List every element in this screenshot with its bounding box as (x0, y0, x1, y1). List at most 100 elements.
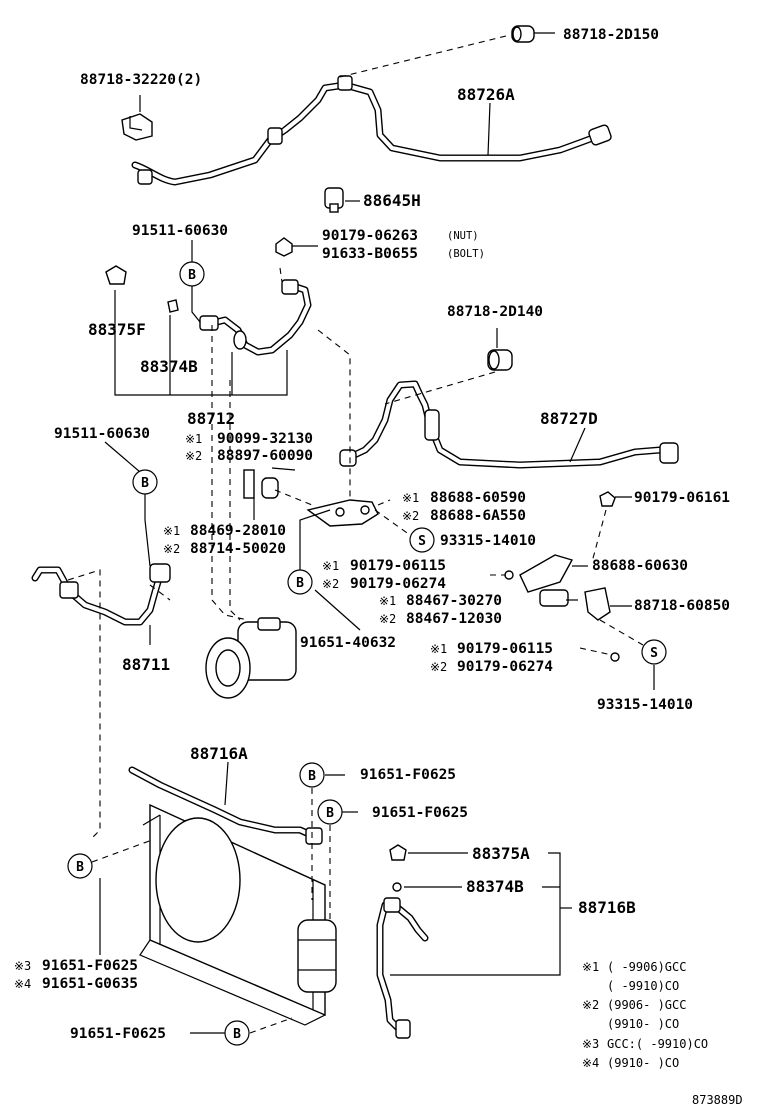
label-91651-f0625-a: 91651-F0625 (360, 767, 456, 783)
pipe-88716a (128, 766, 323, 845)
mark-x1-f: ※1 (430, 642, 447, 656)
nut-90179-06263 (275, 237, 293, 257)
mark-b-7: B (224, 1020, 250, 1046)
svg-text:B: B (188, 268, 196, 283)
note-text: (9906- )GCC (607, 998, 686, 1012)
leader-lines (67, 32, 655, 1034)
label-88718-2d150: 88718-2D150 (563, 27, 659, 43)
label-88727d: 88727D (540, 409, 598, 428)
nut-90179-06115-b (610, 652, 620, 662)
note-mark: ※2 (582, 998, 599, 1012)
note-text: ( -9906)GCC (607, 960, 686, 974)
condenser (139, 803, 326, 1026)
label-90179-06161: 90179-06161 (634, 490, 730, 506)
nut-90179-06115-a (504, 570, 514, 580)
label-88711: 88711 (122, 655, 170, 674)
label-91511-60630-a: 91511-60630 (132, 223, 228, 239)
mark-x4: ※4 (14, 977, 31, 991)
mark-x2-e: ※2 (379, 612, 396, 626)
svg-text:B: B (326, 806, 334, 821)
mark-b-5: B (317, 799, 343, 825)
label-88467-12030: 88467-12030 (406, 611, 502, 627)
svg-text:B: B (308, 769, 316, 784)
label-88714-50020: 88714-50020 (190, 541, 286, 557)
mark-x2-b: ※2 (402, 509, 419, 523)
bracket-88688-60590 (306, 499, 379, 527)
bolt-88469-28010 (243, 469, 255, 499)
label-93315-14010-a: 93315-14010 (440, 533, 536, 549)
mark-x3: ※3 (14, 959, 31, 973)
label-88688-60590: 88688-60590 (430, 490, 526, 506)
label-88645h: 88645H (363, 191, 421, 210)
label-88718-60850: 88718-60850 (634, 598, 730, 614)
nut-90179-06161 (599, 491, 616, 507)
core-88374b (167, 299, 179, 313)
hose-88712 (199, 279, 312, 356)
label-88688-6a550: 88688-6A550 (430, 508, 526, 524)
hose-88711 (31, 563, 171, 626)
note-text: ( -9910)CO (607, 979, 679, 993)
compressor (205, 617, 297, 699)
svg-text:S: S (650, 646, 658, 661)
label-88726a: 88726A (457, 85, 515, 104)
label-88718-2d140: 88718-2D140 (447, 304, 543, 320)
cap-88375f (105, 265, 127, 285)
note-text: (9910- )CO (607, 1017, 679, 1031)
svg-text:B: B (76, 860, 84, 875)
mark-s-2: S (641, 639, 667, 665)
diagram-id: 873889D (692, 1093, 743, 1107)
label-88718-32220: 88718-32220(2) (80, 72, 202, 88)
label-88467-30270: 88467-30270 (406, 593, 502, 609)
label-88374b-b: 88374B (466, 877, 524, 896)
mark-x1-c: ※1 (163, 524, 180, 538)
mark-b-4: B (299, 762, 325, 788)
receiver-dryer (297, 919, 337, 993)
label-91511-60630-b: 91511-60630 (54, 426, 150, 442)
mark-x1-e: ※1 (379, 594, 396, 608)
label-90099-32130: 90099-32130 (217, 431, 313, 447)
mark-x1-d: ※1 (322, 559, 339, 573)
mark-b-6: B (67, 853, 93, 879)
mark-b-3: B (287, 569, 313, 595)
mark-b-2: B (132, 469, 158, 495)
label-bolt: (BOLT) (447, 248, 485, 260)
plug-90099-32130 (261, 477, 279, 499)
note-mark: ※3 (582, 1037, 599, 1051)
mark-x2-a: ※2 (185, 449, 202, 463)
label-90179-06274-a: 90179-06274 (350, 576, 446, 592)
bracket-88718-60850 (584, 587, 611, 621)
mark-x1-b: ※1 (402, 491, 419, 505)
mark-b-1: B (179, 261, 205, 287)
label-90179-06263: 90179-06263 (322, 228, 418, 244)
label-91651-f0625-c: 91651-F0625 (42, 958, 138, 974)
label-88375a: 88375A (472, 844, 530, 863)
mark-x2-c: ※2 (163, 542, 180, 556)
mark-x2-f: ※2 (430, 660, 447, 674)
label-90179-06115-a: 90179-06115 (350, 558, 446, 574)
label-88469-28010: 88469-28010 (190, 523, 286, 539)
pipe-88716b (376, 897, 429, 1039)
bracket-88688-60630 (519, 554, 574, 593)
note-mark: ※4 (582, 1056, 599, 1070)
label-88375f: 88375F (88, 320, 146, 339)
label-91633-b0655: 91633-B0655 (322, 246, 418, 262)
mark-x2-d: ※2 (322, 577, 339, 591)
svg-text:B: B (296, 576, 304, 591)
cap-88375a (389, 844, 407, 861)
label-93315-14010-b: 93315-14010 (597, 697, 693, 713)
switch-88467 (539, 589, 569, 607)
label-88897-60090: 88897-60090 (217, 448, 313, 464)
svg-text:S: S (418, 534, 426, 549)
label-88712: 88712 (187, 409, 235, 428)
svg-text:B: B (141, 476, 149, 491)
mark-s-1: S (409, 527, 435, 553)
label-88374b: 88374B (140, 357, 198, 376)
pipe-88726a (131, 75, 612, 186)
label-90179-06115-b: 90179-06115 (457, 641, 553, 657)
cushion-88718-2d140 (487, 349, 513, 371)
note-text: GCC:( -9910)CO (607, 1037, 708, 1051)
label-91651-f0625-b: 91651-F0625 (372, 805, 468, 821)
label-nut: (NUT) (447, 230, 479, 242)
label-91651-40632: 91651-40632 (300, 635, 396, 651)
